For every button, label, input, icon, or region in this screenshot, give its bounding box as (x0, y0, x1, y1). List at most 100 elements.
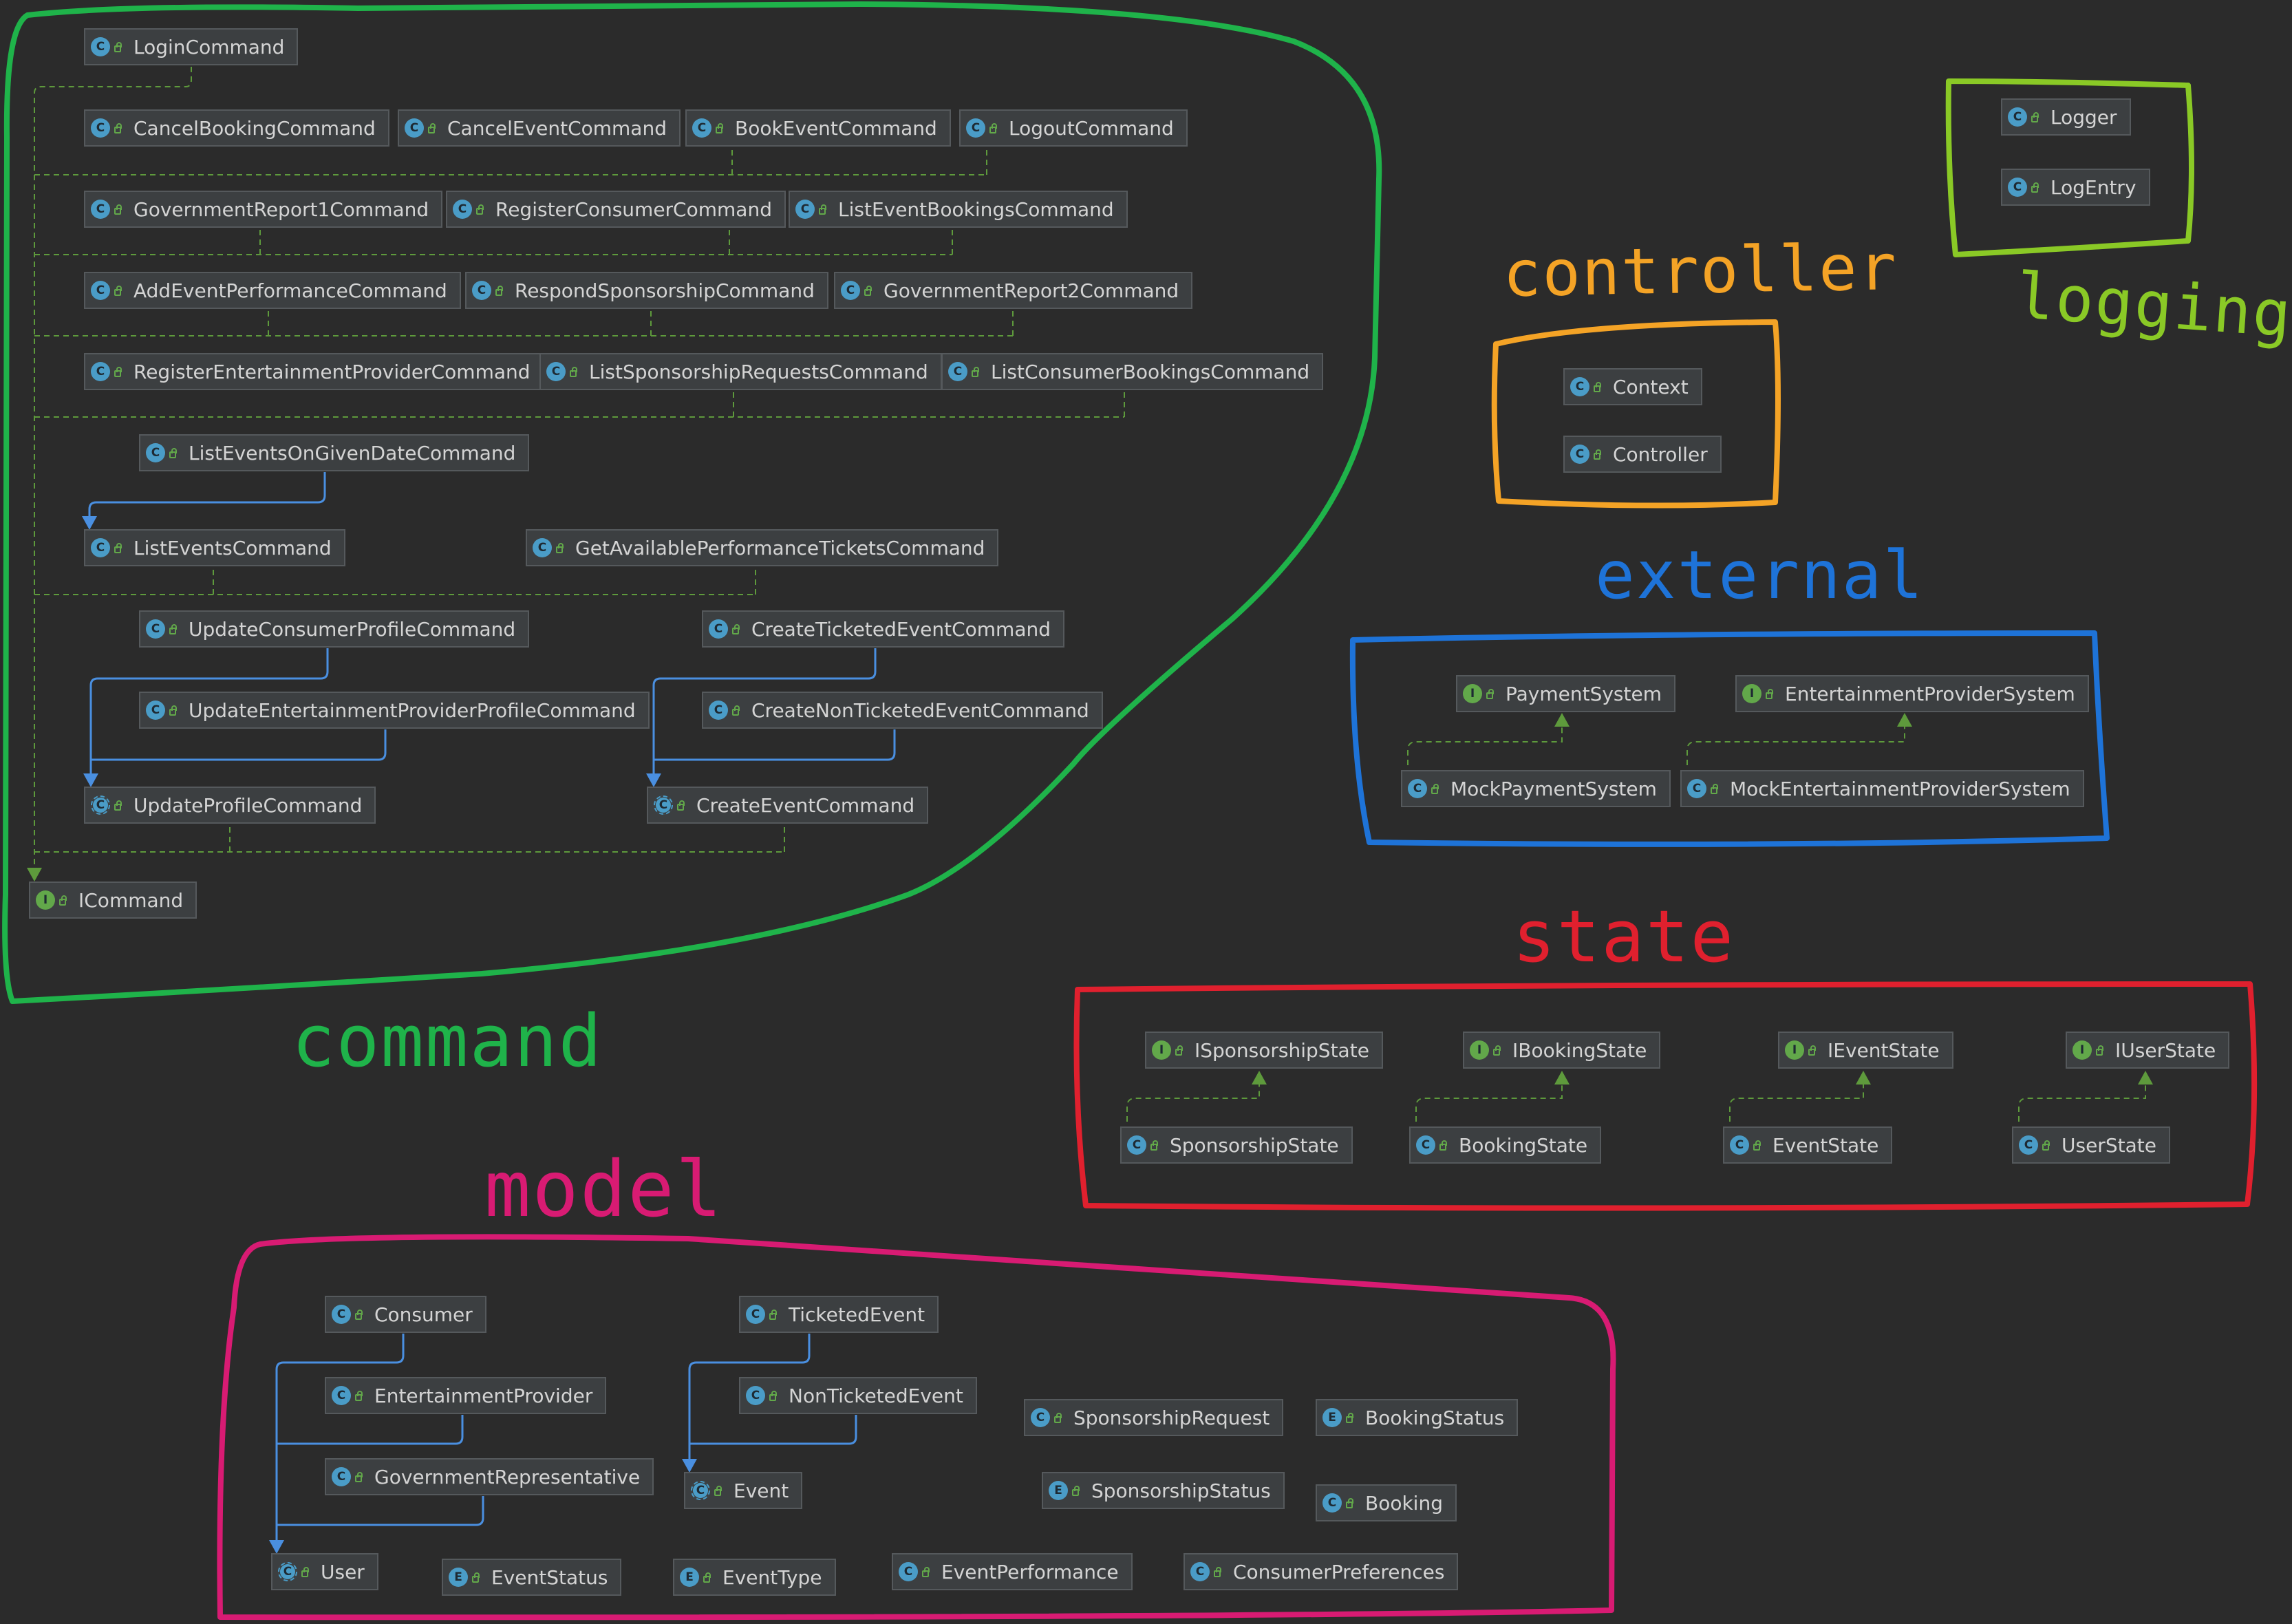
class-name: ListEventsCommand (133, 536, 332, 559)
class-name: MockEntertainmentProviderSystem (1730, 777, 2070, 800)
class-name: IBookingState (1512, 1038, 1647, 1062)
class-name: UpdateProfileCommand (133, 793, 363, 817)
class-icon: C (746, 1305, 765, 1324)
class-name: GovernmentRepresentative (374, 1465, 641, 1488)
class-node-entertainment-provider-system[interactable]: I EntertainmentProviderSystem (1735, 675, 2089, 712)
class-icon: C (2019, 1135, 2038, 1155)
public-visibility-icon (922, 1567, 930, 1577)
public-visibility-icon (1808, 1045, 1816, 1056)
class-name: EntertainmentProviderSystem (1785, 682, 2075, 705)
class-icon: C (91, 362, 110, 381)
public-visibility-icon (972, 367, 979, 377)
public-visibility-icon (1439, 1140, 1447, 1151)
public-visibility-icon (1766, 689, 1773, 699)
inheritance-arrowhead (682, 1459, 697, 1473)
enum-icon: E (1049, 1481, 1068, 1500)
class-name: IUserState (2115, 1038, 2216, 1062)
class-name: EventType (722, 1566, 822, 1589)
inheritance-arrowhead (82, 516, 97, 530)
class-name: ListEventsOnGivenDateCommand (189, 441, 516, 464)
inheritance-edge (689, 1415, 857, 1445)
class-icon: C (1416, 1135, 1435, 1155)
interface-icon: I (1742, 684, 1761, 703)
realization-edge (1729, 1080, 1864, 1122)
public-visibility-icon (114, 204, 122, 215)
class-name: LogoutCommand (1009, 116, 1174, 140)
public-visibility-icon (732, 705, 740, 716)
class-name: CreateNonTicketedEventCommand (751, 698, 1089, 722)
class-name: ICommand (78, 888, 184, 912)
enum-icon: E (449, 1568, 468, 1587)
inheritance-edge (275, 1334, 405, 1548)
realization-arrowhead (1252, 1071, 1267, 1085)
class-icon: C (1570, 445, 1589, 464)
interface-icon: I (1785, 1040, 1804, 1060)
inheritance-edge (277, 1496, 484, 1526)
package-label-command: command (292, 999, 603, 1083)
public-visibility-icon (716, 123, 723, 133)
class-icon: C (795, 200, 815, 219)
class-name: ListSponsorshipRequestsCommand (589, 360, 928, 383)
realization-arrowhead (1554, 713, 1570, 727)
class-icon: C (692, 118, 711, 138)
public-visibility-icon (114, 543, 122, 553)
class-icon: C (746, 1386, 765, 1405)
public-visibility-icon (769, 1391, 777, 1401)
package-label-external: external (1595, 537, 1925, 614)
